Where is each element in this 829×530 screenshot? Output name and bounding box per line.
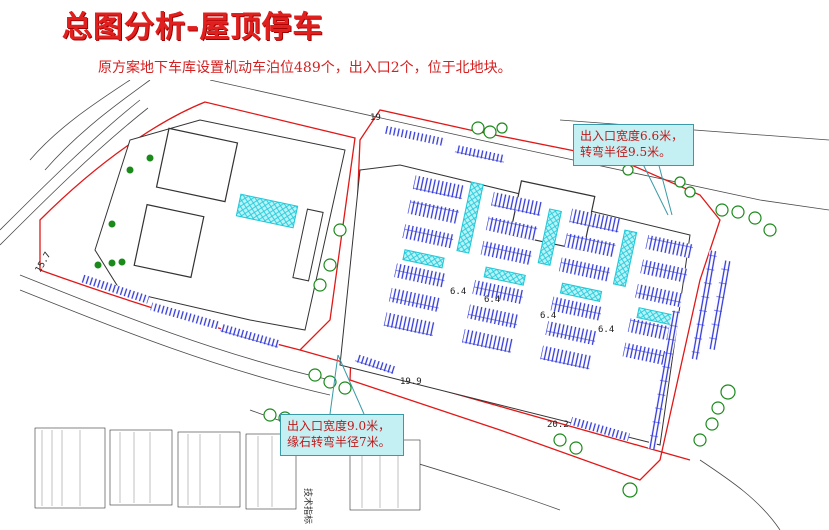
perimeter-stalls [80,125,731,450]
dim-label: 6.4 [540,311,556,321]
page-title: 总图分析-屋顶停车 [62,10,324,45]
tree-icons [263,121,777,498]
dim-label: 19 [370,113,381,123]
callout-line: 转弯半径9.5米。 [580,145,672,159]
callout-line: 出入口宽度6.6米， [580,129,684,143]
callout-line: 缘石转弯半径7米。 [287,435,391,449]
dim-label: 15.7 [34,251,54,275]
table-heading: 技术指标 [302,488,314,524]
dim-label: 20.2 [547,420,569,430]
page-subtitle: 原方案地下车库设置机动车泊位489个，出入口2个，位于北地块。 [98,60,512,76]
dim-label: 6.4 [450,287,466,297]
callout-pointers [329,157,673,415]
callout-entrance-north: 出入口宽度6.6米， 转弯半径9.5米。 [573,124,694,166]
callout-entrance-south: 出入口宽度9.0米， 缘石转弯半径7米。 [280,414,404,456]
left-building [94,119,346,331]
dim-label: 19.9 [400,377,422,387]
dim-label: 6.4 [598,325,614,335]
site-plan: 6.4 6.4 6.4 6.4 19.9 20.2 15.7 19 技术 [0,80,829,530]
parking-stalls [383,175,694,370]
dim-label: 6.4 [484,295,500,305]
callout-line: 出入口宽度9.0米， [287,419,391,433]
shrub-icons [94,154,154,269]
